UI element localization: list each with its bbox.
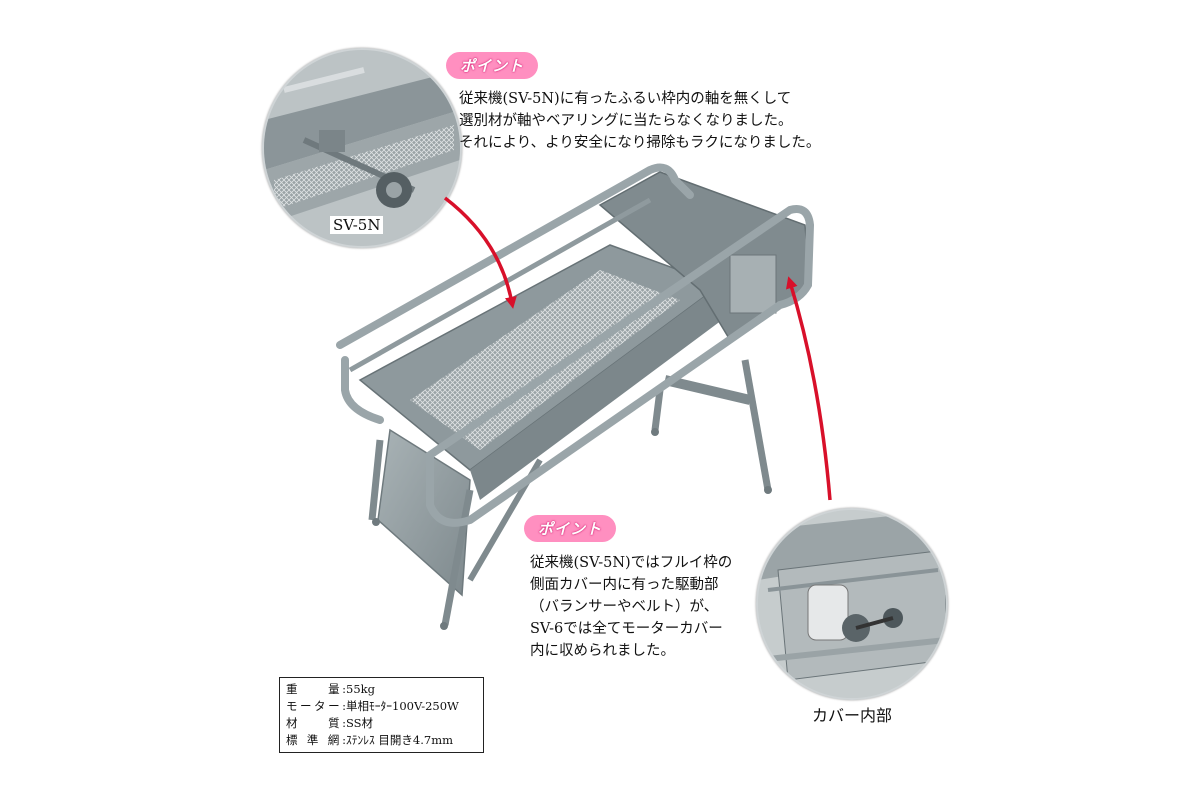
point-top-line: それにより、より安全になり掃除もラクになりました。 [459, 135, 821, 151]
point-badge-top: ポイント [446, 52, 539, 79]
cover-panel [729, 254, 777, 314]
sv5n-caption: SV-5N [330, 216, 384, 234]
point-badge-bottom: ポイント [524, 515, 617, 542]
front-leg-panel [377, 428, 471, 597]
mid-rail [348, 197, 652, 373]
top-rail [341, 356, 384, 424]
foot [372, 518, 380, 526]
point-bottom-line: SV-6では全てモーターカバー [530, 621, 723, 637]
sv5n-detail-photo [262, 48, 462, 248]
foot [651, 428, 659, 436]
spec-label: 標 準 網: [286, 733, 346, 747]
back-leg [741, 359, 772, 491]
spec-label: 材 質: [286, 716, 346, 730]
spec-label: 重 量: [286, 682, 346, 696]
point-bottom-line: 従来機(SV-5N)ではフルイ枠の [530, 555, 733, 571]
arrow-to-sieve [443, 196, 517, 309]
point-text-top: 従来機(SV-5N)に有ったふるい枠内の軸を無くして 選別材が軸やベアリングに当… [459, 88, 820, 154]
point-bottom-line: 側面カバー内に有った駆動部 [530, 577, 719, 593]
top-rail [336, 163, 694, 349]
point-top-line: 従来機(SV-5N)に有ったふるい枠内の軸を無くして [459, 91, 792, 107]
spec-row: 標 準 網:ｽﾃﾝﾚｽ 目開き4.7mm [286, 732, 477, 749]
sv5n-detail-graphic [264, 50, 460, 246]
point-text-bottom: 従来機(SV-5N)ではフルイ枠の 側面カバー内に有った駆動部 （バランサーやベ… [530, 552, 732, 662]
front-rail [426, 205, 815, 527]
spec-value: SS材 [346, 716, 374, 730]
spec-box: 重 量:55kg モーター:単相ﾓｰﾀｰ100V-250W 材 質:SS材 標 … [279, 677, 484, 753]
arrow-to-cover [786, 276, 832, 501]
back-leg [651, 389, 664, 431]
point-bottom-line: 内に収められました。 [530, 643, 675, 659]
tray-front-wall [470, 285, 722, 500]
spec-row: 材 質:SS材 [286, 715, 477, 732]
cover-inside-detail-photo [756, 508, 948, 700]
spec-value: ｽﾃﾝﾚｽ 目開き4.7mm [346, 733, 454, 747]
sieve-mesh [410, 270, 680, 450]
point-top-line: 選別材が軸やベアリングに当たらなくなりました。 [459, 113, 793, 129]
leg-brace [663, 375, 752, 405]
spec-value: 単相ﾓｰﾀｰ100V-250W [346, 699, 459, 713]
cover-inside-detail-graphic [758, 510, 946, 698]
cover-inside-caption: カバー内部 [812, 706, 893, 725]
spec-row: モーター:単相ﾓｰﾀｰ100V-250W [286, 698, 477, 715]
point-bottom-line: （バランサーやベルト）が、 [530, 599, 719, 615]
front-leg [368, 439, 384, 521]
front-leg [441, 489, 474, 626]
foot [440, 622, 448, 630]
spec-label: モーター: [286, 699, 346, 713]
spec-row: 重 量:55kg [286, 681, 477, 698]
foot [764, 486, 772, 494]
spec-value: 55kg [346, 682, 375, 696]
